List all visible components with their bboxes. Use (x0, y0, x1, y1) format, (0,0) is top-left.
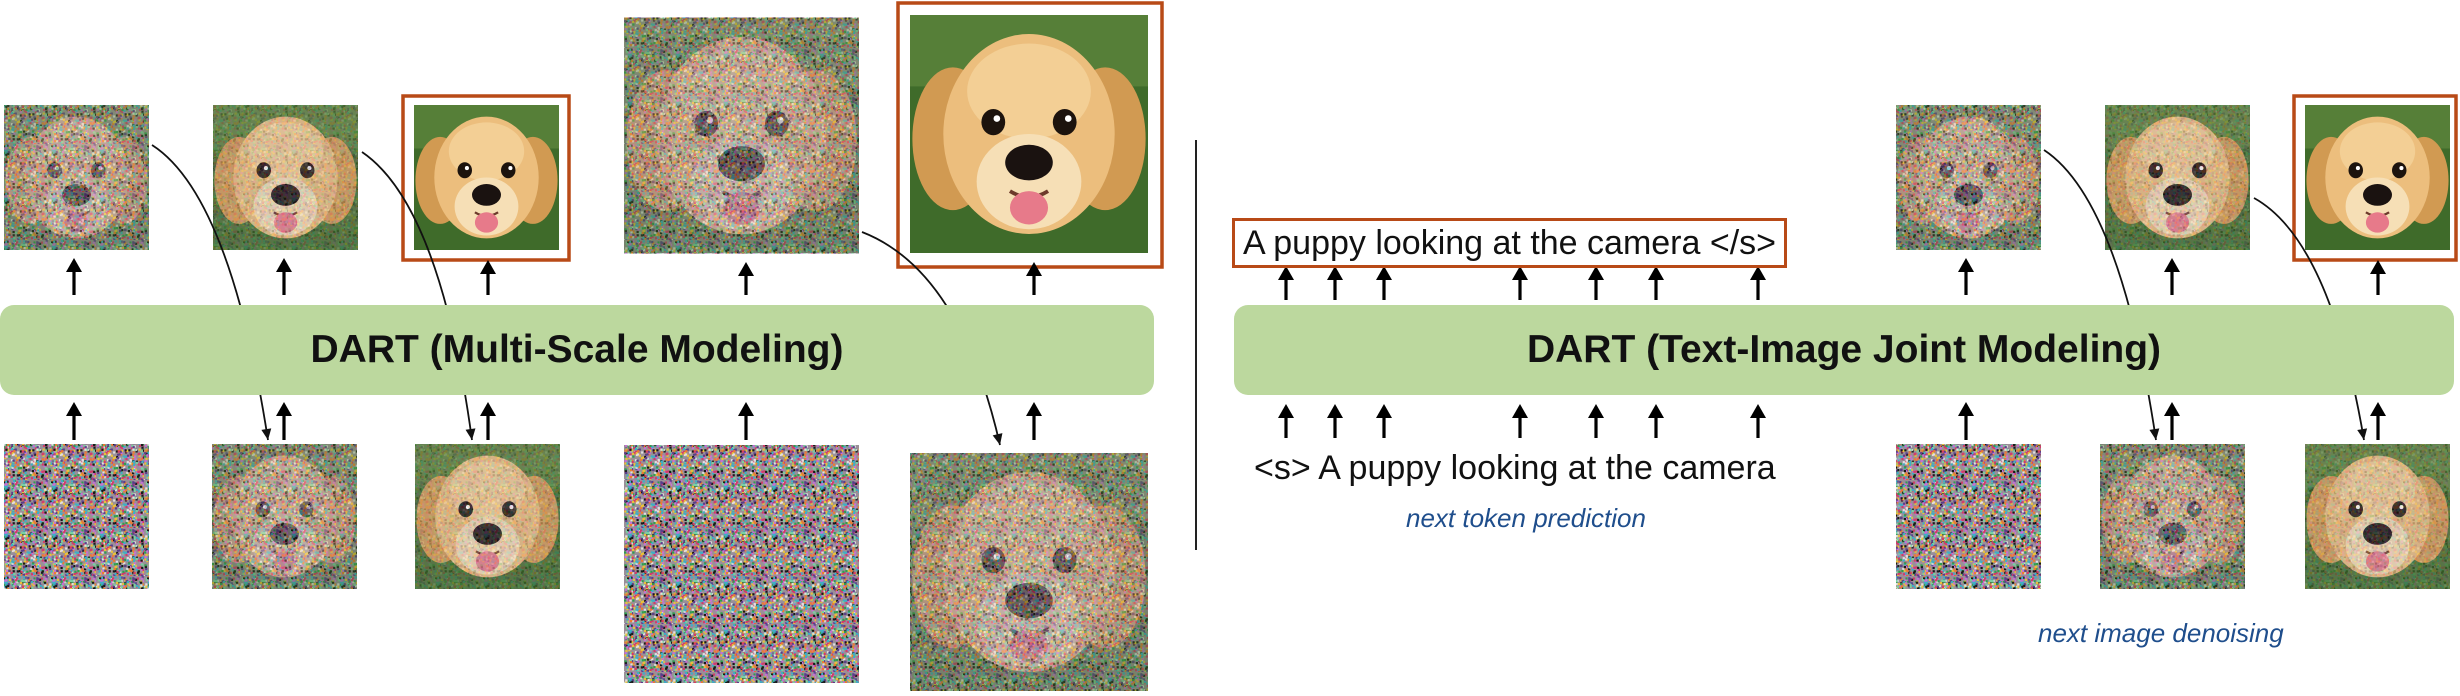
curved-connector-icon (861, 231, 1003, 446)
up-arrow-icon (1588, 266, 1604, 300)
right-model-bar: DART (Text-Image Joint Modeling) (1234, 305, 2454, 395)
noise-overlay (4, 105, 149, 250)
up-arrow-icon (2164, 258, 2180, 295)
noise-image-icon (1896, 444, 2041, 589)
left-output-1 (4, 105, 149, 250)
image-caption: next image denoising (2038, 618, 2284, 648)
right-output-2 (2105, 105, 2250, 250)
right-model-label: DART (Text-Image Joint Modeling) (1526, 328, 2162, 371)
right-output-3 (2305, 105, 2450, 250)
noise-overlay (1896, 105, 2041, 250)
noise-overlay (910, 453, 1148, 691)
noise-overlay (212, 444, 357, 589)
noise-image-icon (624, 445, 859, 683)
up-arrow-icon (276, 402, 292, 440)
up-arrow-icon (480, 402, 496, 440)
up-arrow-icon (1648, 404, 1664, 438)
up-arrow-icon (1376, 404, 1392, 438)
up-arrow-icon (1750, 266, 1766, 300)
right-output-1 (1896, 105, 2041, 250)
noise-overlay (213, 105, 358, 250)
left-input-4 (624, 445, 859, 683)
up-arrow-icon (1278, 266, 1294, 300)
up-arrow-icon (1512, 266, 1528, 300)
text-caption: next token prediction (1406, 503, 1646, 533)
up-arrow-icon (738, 402, 754, 440)
left-model-label: DART (Multi-Scale Modeling) (310, 328, 844, 371)
up-arrow-icon (2370, 260, 2386, 295)
puppy-image-icon (414, 105, 559, 250)
left-input-2 (212, 444, 357, 589)
up-arrow-icon (1958, 402, 1974, 440)
left-output-5 (910, 15, 1148, 253)
up-arrow-icon (738, 262, 754, 295)
up-arrow-icon (66, 402, 82, 440)
left-output-4 (624, 17, 859, 254)
up-arrow-icon (1512, 404, 1528, 438)
up-arrow-icon (480, 260, 496, 295)
image-tiles (4, 1, 2458, 691)
noise-overlay (415, 444, 560, 589)
left-input-5 (910, 453, 1148, 691)
right-input-1 (1896, 444, 2041, 589)
up-arrow-icon (1750, 404, 1766, 438)
left-input-3 (415, 444, 560, 589)
noise-overlay (2305, 444, 2450, 589)
up-arrow-icon (2370, 402, 2386, 440)
up-arrow-icon (1648, 266, 1664, 300)
up-arrow-icon (1026, 262, 1042, 295)
up-arrow-icon (1588, 404, 1604, 438)
arrows-group (66, 258, 2386, 440)
noise-overlay (2100, 444, 2245, 589)
noise-overlay (624, 17, 859, 254)
right-input-3 (2305, 444, 2450, 589)
up-arrow-icon (1958, 258, 1974, 295)
up-arrow-icon (2164, 402, 2180, 440)
left-output-2 (213, 105, 358, 250)
up-arrow-icon (1376, 266, 1392, 300)
noise-image-icon (4, 444, 149, 589)
up-arrow-icon (1327, 404, 1343, 438)
up-arrow-icon (1026, 402, 1042, 440)
output-text: A puppy looking at the camera </s> (1243, 224, 1777, 262)
up-arrow-icon (1327, 266, 1343, 300)
puppy-image-icon (910, 15, 1148, 253)
left-model-bar: DART (Multi-Scale Modeling) (0, 305, 1154, 395)
up-arrow-icon (66, 258, 82, 295)
output-text-box: A puppy looking at the camera </s> (1232, 218, 1788, 268)
left-output-3 (414, 105, 559, 250)
input-text: <s> A puppy looking at the camera (1254, 449, 1776, 487)
noise-overlay (2105, 105, 2250, 250)
puppy-image-icon (2305, 105, 2450, 250)
up-arrow-icon (1278, 404, 1294, 438)
up-arrow-icon (276, 258, 292, 295)
left-input-1 (4, 444, 149, 589)
right-input-2 (2100, 444, 2245, 589)
